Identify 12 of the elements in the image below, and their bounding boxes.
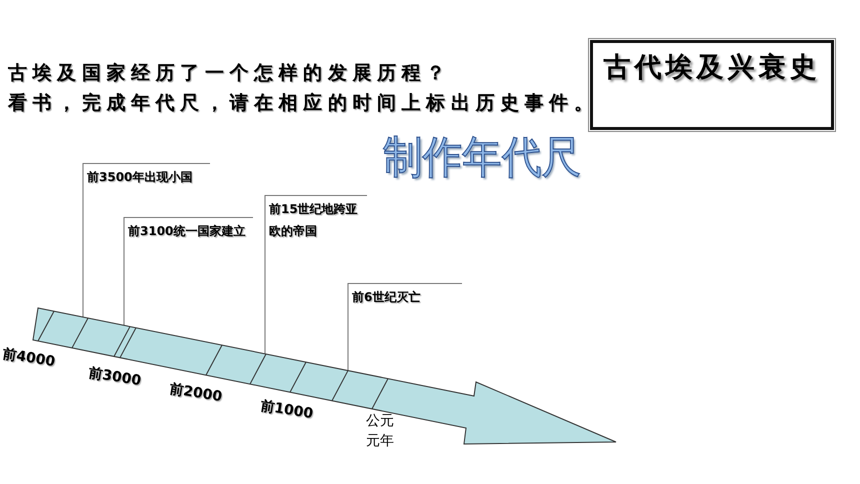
axis-label: 公元元年	[366, 412, 395, 451]
axis-label: 前1000	[259, 397, 314, 424]
question-text: 古埃及国家经历了一个怎样的发展历程？	[8, 61, 451, 86]
event-callout: 前15世纪地跨亚欧的帝国	[265, 195, 367, 242]
event-callout: 前3100统一国家建立	[124, 217, 253, 242]
event-callout: 前3500年出现小国	[83, 163, 210, 188]
heading: 制作年代尺	[383, 131, 581, 185]
axis-label: 前2000	[168, 380, 224, 406]
event-callout: 前6世纪灭亡	[348, 283, 462, 308]
title-box: 古代埃及兴衰史	[590, 40, 834, 130]
axis-label: 前3000	[87, 364, 142, 390]
axis-label: 前4000	[1, 345, 56, 372]
